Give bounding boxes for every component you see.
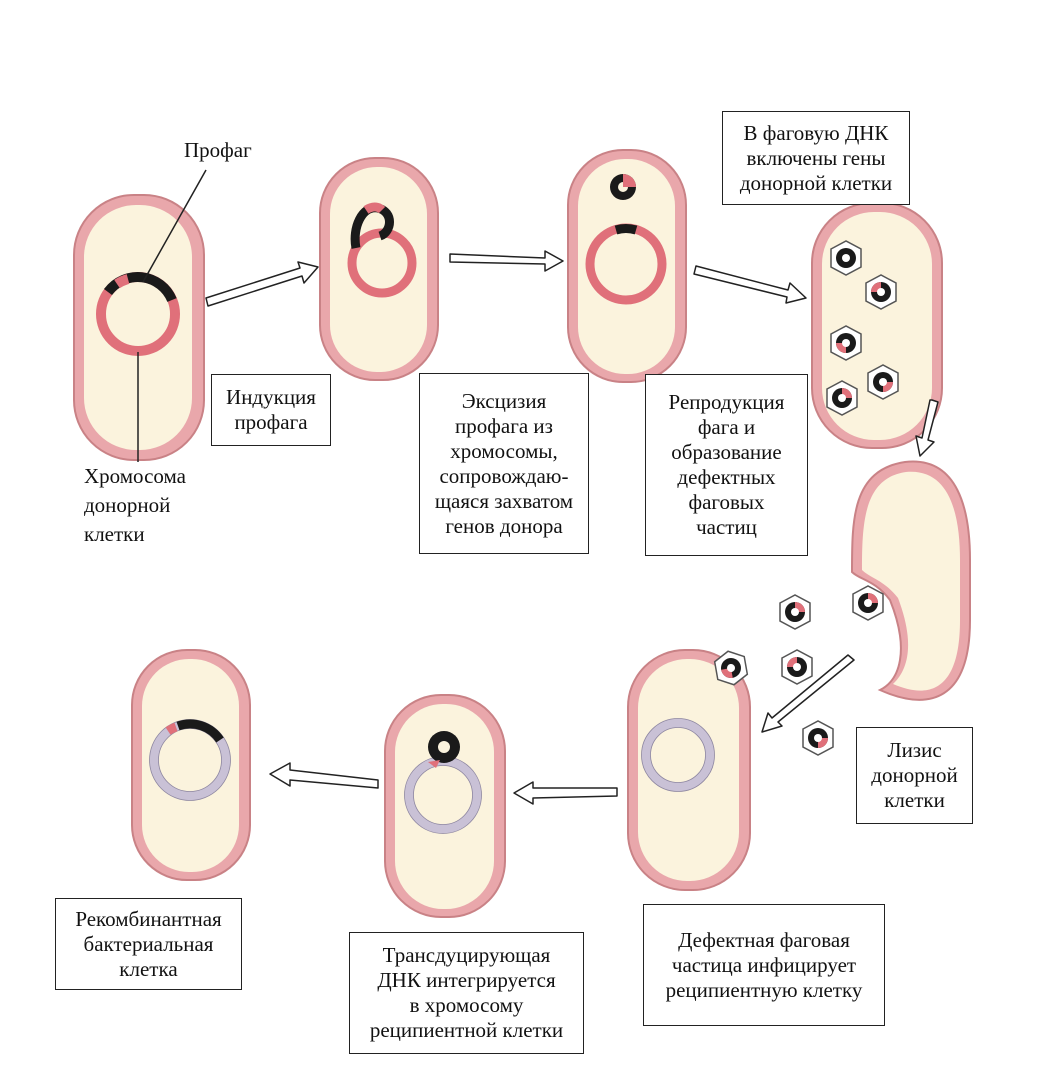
caption-line: профага из (455, 413, 553, 438)
cell-lysed (850, 460, 971, 701)
caption-line: дефектных (677, 465, 776, 489)
caption-infection: Дефектная фаговая частица инфицирует рец… (643, 904, 885, 1026)
caption-line: реципиентную клетку (665, 977, 863, 1002)
caption-line: сопровождаю- (439, 463, 569, 488)
prophage-pointer (142, 169, 207, 283)
recipient-chromosome (641, 718, 715, 792)
caption-line: Репродукция (668, 390, 785, 414)
caption-line: в хромосому (409, 993, 524, 1017)
caption-line: реципиентной клетки (369, 1018, 564, 1042)
caption-line: ДНК интегрируется (377, 968, 556, 992)
chromosome-label-line: донорной (84, 493, 171, 517)
chromosome-label-line: Хромосома (84, 464, 186, 488)
prophage-label: Профаг (184, 138, 252, 162)
arrow-6 (513, 781, 618, 805)
caption-line: Лизис (887, 738, 942, 762)
recombinant-chromosome (149, 719, 231, 801)
cell-recipient-infected (627, 649, 751, 891)
caption-line: донорной (871, 763, 958, 787)
caption-line: хромосомы, (450, 438, 558, 463)
caption-line: образование (671, 440, 782, 464)
arrow-4 (915, 399, 939, 457)
cell-reproduction (811, 202, 943, 449)
caption-line: частица инфицирует (671, 952, 857, 977)
caption-line: фага и (697, 415, 756, 439)
caption-line: бактериальная (83, 931, 214, 956)
caption-integration: Трансдуцирующая ДНК интегрируется в хром… (349, 932, 584, 1054)
released-phages (779, 585, 884, 756)
caption-line: щаяся захватом (434, 488, 574, 513)
cell-excision (567, 149, 687, 383)
caption-line: фаговых (688, 490, 765, 514)
caption-induction: Индукция профага (211, 374, 331, 446)
arrow-1 (205, 261, 319, 307)
caption-line: профага (234, 410, 308, 434)
excision-chromosome (585, 223, 667, 305)
caption-line: клетка (119, 956, 178, 981)
prophage-loop (347, 202, 417, 298)
donor-chromosome (96, 272, 180, 356)
caption-recombinant: Рекомбинантная бактериальная клетка (55, 898, 242, 990)
cell-induction (319, 157, 439, 381)
caption-line: клетки (884, 788, 945, 812)
chromosome-label-line: клетки (84, 522, 145, 546)
arrow-2 (449, 250, 564, 272)
caption-reproduction: Репродукция фага и образование дефектных… (645, 374, 808, 556)
integrating-dna (404, 731, 482, 834)
cell-integration (384, 694, 506, 918)
attached-phage (713, 650, 749, 686)
caption-line: генов донора (445, 513, 563, 538)
phage-particles-inside (826, 240, 899, 416)
arrow-5 (761, 654, 855, 733)
caption-line: Рекомбинантная (75, 906, 222, 931)
cell-recombinant (131, 649, 251, 881)
caption-line: Эксцизия (461, 388, 547, 413)
caption-line: В фаговую ДНК (743, 120, 889, 145)
arrow-3 (693, 265, 807, 304)
caption-line: включены гены (746, 145, 886, 170)
caption-line: частиц (696, 515, 757, 539)
excised-phage-dna (610, 174, 636, 200)
caption-line: Трансдуцирующая (382, 943, 551, 967)
caption-line: Дефектная фаговая (678, 927, 850, 952)
caption-donor-genes: В фаговую ДНК включены гены донорной кле… (722, 111, 910, 205)
arrow-7 (269, 762, 379, 789)
caption-line: донорной клетки (739, 170, 893, 195)
chromosome-label: Хромосома донорной клетки (84, 462, 186, 549)
cell-donor (73, 194, 205, 461)
caption-lysis: Лизис донорной клетки (856, 727, 973, 824)
caption-excision: Эксцизия профага из хромосомы, сопровожд… (419, 373, 589, 554)
caption-line: Индукция (226, 385, 316, 409)
